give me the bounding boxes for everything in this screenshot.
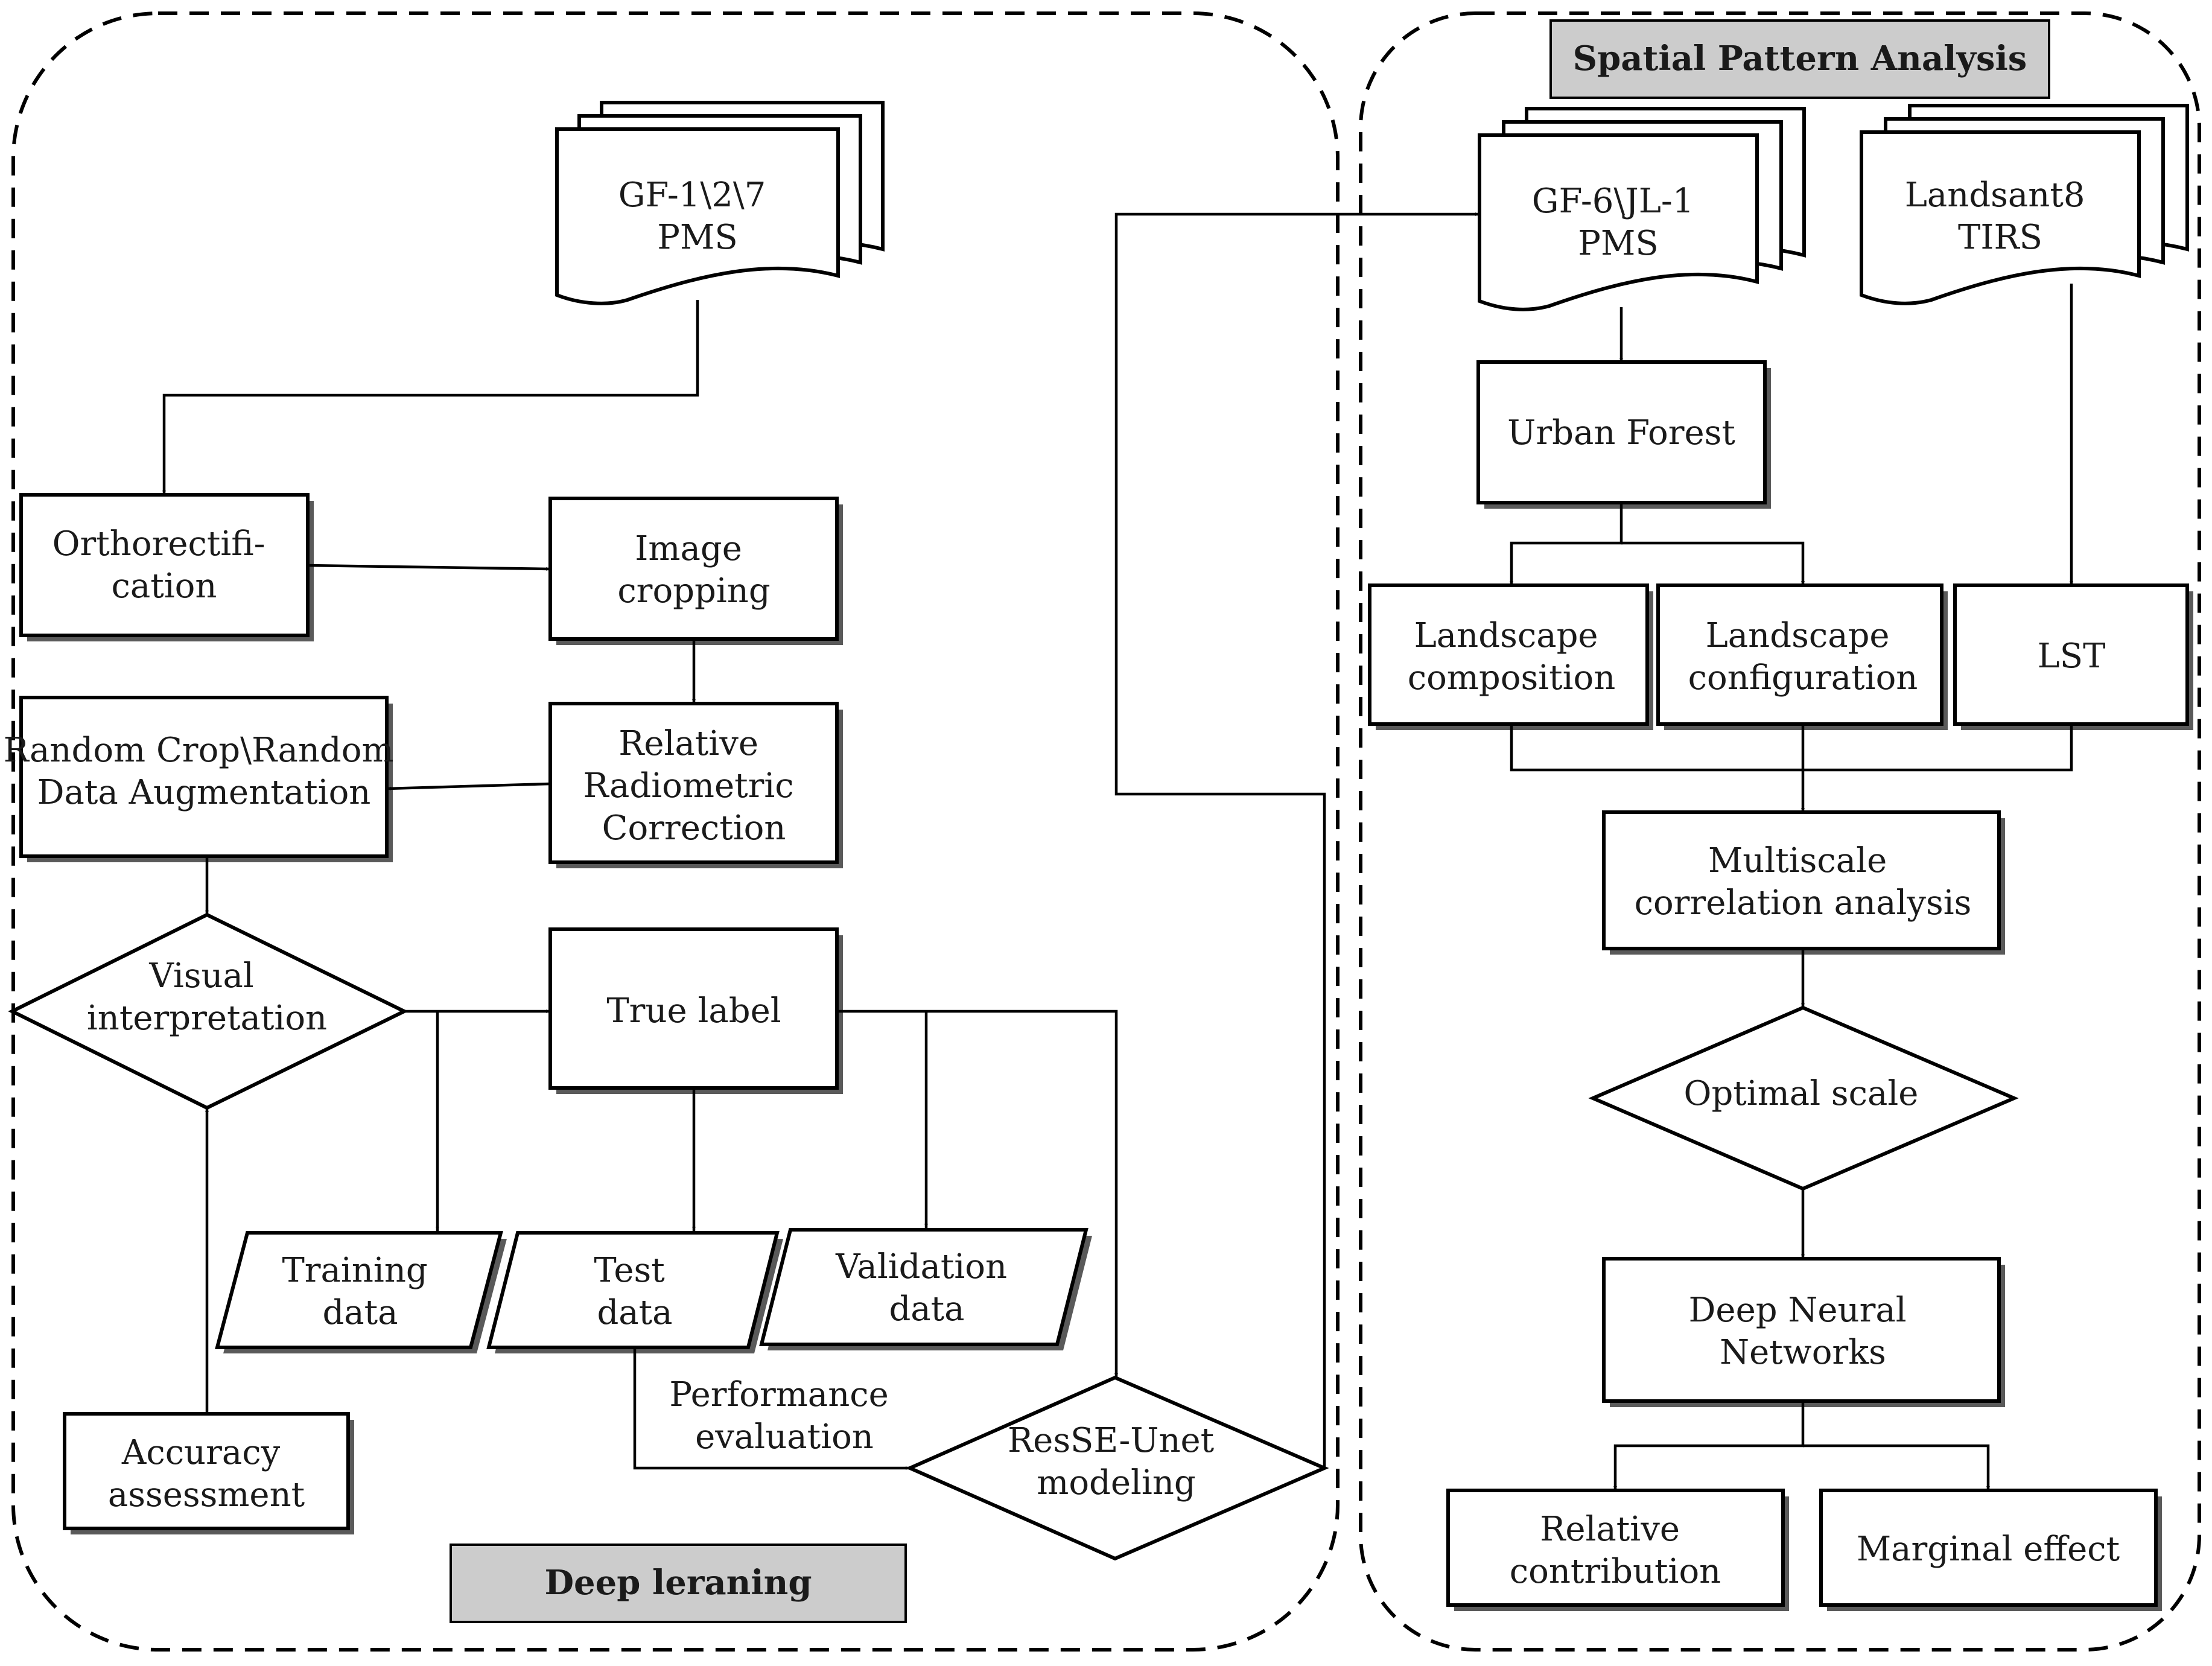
arrow-urbanforest-to-composition: [1510, 503, 1623, 585]
arrow-urbanforest-to-configuration: [1621, 541, 1805, 585]
landscape-composition-box: Landscape composition: [1368, 583, 1653, 730]
resse-unet-diamond: ResSE-Unet modeling: [905, 1375, 1329, 1561]
multiscale-box: Multiscale correlation analysis: [1602, 810, 2005, 955]
arrow-gf127-to-ortho: [162, 300, 699, 495]
arrow-to-validation: [837, 1009, 1118, 1378]
deep-learning-title-text: Deep leraning: [544, 1563, 812, 1603]
landsat8-tirs-document: Landsant8 TIRS: [1860, 104, 2189, 305]
training-data-label: Training data: [282, 1251, 438, 1332]
orthorectification-box: Orthorectifi- cation: [19, 493, 314, 641]
urban-forest-label: Urban Forest: [1507, 413, 1735, 453]
spatial-pattern-panel: [1359, 11, 2201, 1652]
lst-box: LST: [1953, 583, 2193, 730]
relative-contribution-label: Relative contribution: [1510, 1510, 1721, 1591]
true-label-text: True label: [606, 991, 781, 1031]
training-data-box: Training data: [215, 1231, 507, 1353]
landscape-configuration-label: Landscape configuration: [1688, 616, 1918, 698]
arrow-ortho-to-cropping: [307, 564, 551, 571]
relative-radiometric-label: Relative Radiometric Correction: [583, 724, 805, 848]
validation-data-label: Validation data: [835, 1247, 1018, 1329]
image-cropping-label: Image cropping: [617, 529, 770, 611]
test-data-box: Test data: [486, 1231, 783, 1353]
arrow-radiometric-to-randomcrop: [386, 782, 551, 790]
marginal-effect-box: Marginal effect: [1819, 1489, 2162, 1611]
urban-forest-box: Urban Forest: [1476, 360, 1771, 509]
optimal-scale-label: Optimal scale: [1684, 1074, 1919, 1113]
orthorectification-label: Orthorectifi- cation: [52, 524, 276, 606]
gf6-jl1-pms-label: GF-6\JL-1 PMS: [1532, 182, 1705, 263]
visual-interpretation-diamond: Visual interpretation: [8, 912, 408, 1110]
landsat8-tirs-label: Landsant8 TIRS: [1905, 176, 2096, 257]
multiscale-label: Multiscale correlation analysis: [1635, 841, 1972, 923]
random-crop-label: Random Crop\Random Data Augmentation: [4, 731, 405, 812]
gf127-pms-document: GF-1\2\7 PMS: [555, 101, 885, 305]
relative-contribution-box: Relative contribution: [1446, 1489, 1789, 1611]
dnn-label: Deep Neural Networks: [1689, 1291, 1918, 1372]
arrow-test-to-resse: [633, 1347, 910, 1470]
deep-learning-title: Deep leraning: [450, 1544, 907, 1623]
arrow-resse-to-gf6: [1114, 212, 1479, 1468]
resse-unet-label: ResSE-Unet modeling: [1008, 1421, 1225, 1502]
gf127-line-2: PMS: [657, 218, 737, 257]
test-data-label: Test data: [594, 1251, 675, 1332]
visual-interpretation-label: Visual interpretation: [87, 956, 327, 1038]
gf127-pms-label: GF-1\2\7 PMS: [618, 176, 777, 257]
relative-radiometric-box: Relative Radiometric Correction: [548, 702, 843, 868]
lst-label: LST: [2038, 637, 2106, 676]
accuracy-assessment-box: Accuracy assessment: [63, 1412, 354, 1534]
gf127-line-1: GF-1\2\7: [618, 176, 766, 215]
deep-learning-panel: [11, 11, 1340, 1652]
dnn-box: Deep Neural Networks: [1602, 1257, 2005, 1407]
spatial-pattern-title-text: Spatial Pattern Analysis: [1573, 39, 2027, 78]
gf6-jl1-pms-document: GF-6\JL-1 PMS: [1478, 107, 1806, 311]
marginal-effect-label: Marginal effect: [1857, 1530, 2120, 1569]
random-crop-box: Random Crop\Random Data Augmentation: [4, 696, 405, 862]
true-label-box: True label: [548, 927, 843, 1094]
arrow-dnn-to-marginal: [1803, 1444, 1990, 1490]
spatial-pattern-title: Spatial Pattern Analysis: [1549, 19, 2050, 99]
landscape-configuration-box: Landscape configuration: [1656, 583, 1948, 730]
performance-evaluation-label: Performance evaluation: [669, 1375, 899, 1457]
image-cropping-box: Image cropping: [548, 497, 843, 645]
validation-data-box: Validation data: [759, 1228, 1092, 1350]
optimal-scale-diamond: Optimal scale: [1588, 1005, 2019, 1191]
line-merge-to-multiscale: [1510, 724, 2073, 772]
landscape-composition-label: Landscape composition: [1408, 616, 1616, 698]
arrow-dnn-to-relative: [1613, 1401, 1805, 1490]
accuracy-assessment-label: Accuracy assessment: [108, 1433, 305, 1515]
